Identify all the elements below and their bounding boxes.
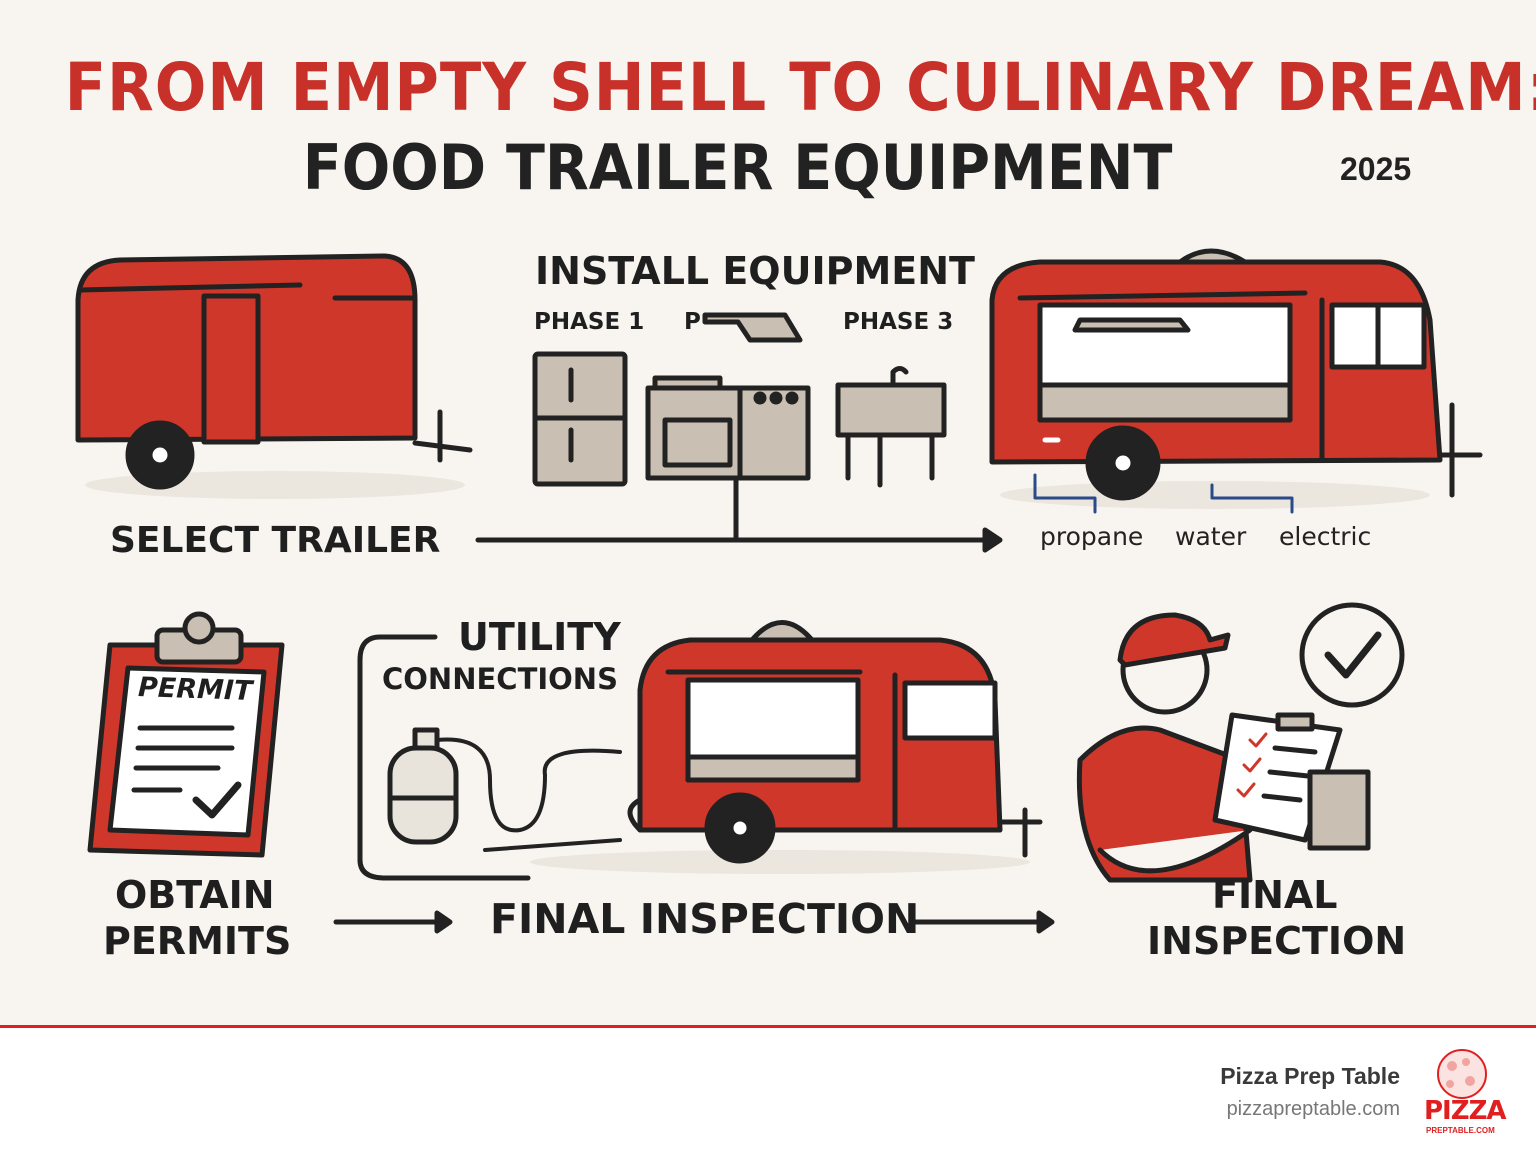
utility-water: water	[1175, 522, 1247, 551]
step-install-equipment: INSTALL EQUIPMENT	[535, 249, 975, 293]
arrowhead-icon	[982, 527, 1003, 553]
hood-icon	[702, 312, 803, 343]
phase-1-label: PHASE 1	[534, 309, 645, 335]
footer-url[interactable]: pizzapreptable.com	[1226, 1098, 1400, 1120]
permit-doc-label: PERMIT	[137, 672, 253, 707]
utility-propane: propane	[1040, 522, 1144, 551]
phase-2-label: P	[684, 309, 701, 335]
sink-illustration	[835, 366, 947, 488]
utility-connections-line2: CONNECTIONS	[382, 662, 618, 696]
step-final-line2: INSPECTION	[1147, 919, 1407, 963]
logo-word: PIZZA	[1424, 1096, 1507, 1126]
illustrations	[75, 248, 1483, 934]
permit-clipboard-illustration	[87, 611, 285, 858]
utility-frame	[357, 634, 531, 881]
footer-brand: Pizza Prep Table	[1220, 1063, 1400, 1089]
connected-trailer-illustration	[530, 620, 1043, 874]
logo-sub: PREPTABLE.COM	[1426, 1126, 1495, 1135]
main-title: FROM EMPTY SHELL TO CULINARY DREAM:	[64, 49, 1536, 126]
range-illustration	[645, 375, 811, 481]
checkmark-icon	[1324, 631, 1382, 679]
utility-connections-line1: UTILITY	[458, 615, 621, 659]
subtitle-row: FOOD TRAILER EQUIPMENT	[0, 131, 1476, 204]
year-label: 2025	[1340, 151, 1412, 187]
step-select-trailer: SELECT TRAILER	[110, 520, 441, 561]
inspector-illustration	[1076, 602, 1405, 883]
step-obtain-line2: PERMITS	[103, 919, 292, 963]
checkmark-circle-icon	[1299, 602, 1405, 708]
step-final-line1: FINAL	[1212, 873, 1338, 917]
footer	[0, 1025, 1536, 1157]
equipped-trailer-illustration	[989, 248, 1483, 514]
propane-tank-illustration	[387, 727, 622, 852]
step-final-inspection-middle: FINAL INSPECTION	[490, 895, 920, 943]
subtitle: FOOD TRAILER EQUIPMENT	[303, 131, 1173, 204]
utility-electric: electric	[1279, 522, 1372, 551]
main-title-row: FROM EMPTY SHELL TO CULINARY DREAM:	[0, 51, 1536, 125]
refrigerator-illustration	[532, 351, 628, 487]
empty-trailer-illustration	[75, 253, 473, 499]
phase-3-label: PHASE 3	[843, 309, 954, 335]
step-obtain-line1: OBTAIN	[115, 873, 275, 917]
